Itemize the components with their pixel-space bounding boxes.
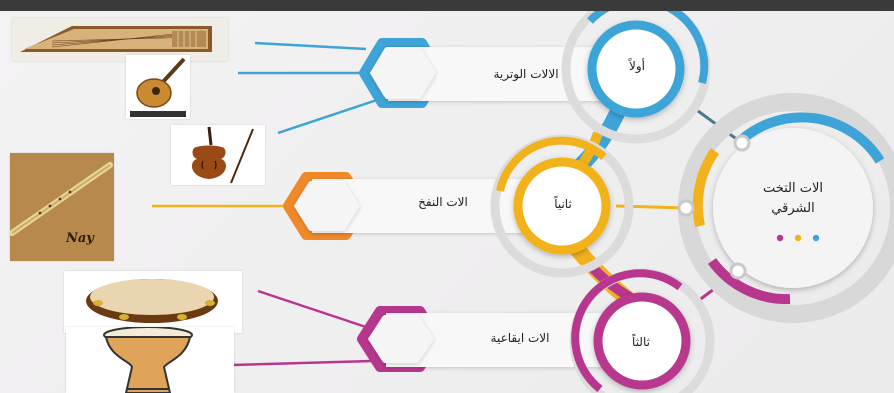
center-title-line1: الات التخت bbox=[762, 181, 824, 196]
oud-image bbox=[126, 55, 190, 119]
qanun-icon bbox=[12, 18, 228, 61]
tambourine-image bbox=[64, 271, 242, 333]
top-bar bbox=[0, 0, 894, 11]
label-percussion: الات ايقاعية bbox=[490, 331, 550, 345]
nay-icon bbox=[10, 153, 114, 261]
branch-3-graphic bbox=[231, 268, 715, 393]
center-node bbox=[678, 93, 894, 323]
qanun-image bbox=[12, 18, 228, 61]
diagram-canvas: الات التخت الشرقي أولاً الالات الوترية ث… bbox=[0, 11, 894, 393]
center-title-line2: الشرقي bbox=[771, 201, 815, 216]
violin-image bbox=[171, 125, 265, 185]
violin-icon bbox=[171, 125, 265, 185]
branch-1-graphic bbox=[238, 11, 711, 144]
nay-image: Nay bbox=[10, 153, 114, 261]
label-wind: الات النفخ bbox=[418, 195, 468, 209]
ordinal-second: ثانياً bbox=[554, 197, 572, 211]
darbuka-image bbox=[66, 327, 234, 393]
ordinal-first: أولاً bbox=[629, 59, 645, 73]
branch-2-graphic bbox=[152, 134, 634, 278]
tambourine-icon bbox=[64, 271, 242, 333]
oud-icon bbox=[126, 55, 190, 119]
ordinal-third: ثالثاً bbox=[632, 335, 650, 349]
diagram-graphics bbox=[152, 11, 894, 393]
darbuka-icon bbox=[66, 327, 234, 393]
center-title: الات التخت الشرقي bbox=[730, 179, 856, 219]
center-connector-dots bbox=[677, 134, 751, 280]
label-strings: الالات الوترية bbox=[493, 67, 559, 81]
nay-caption: Nay bbox=[66, 231, 94, 246]
